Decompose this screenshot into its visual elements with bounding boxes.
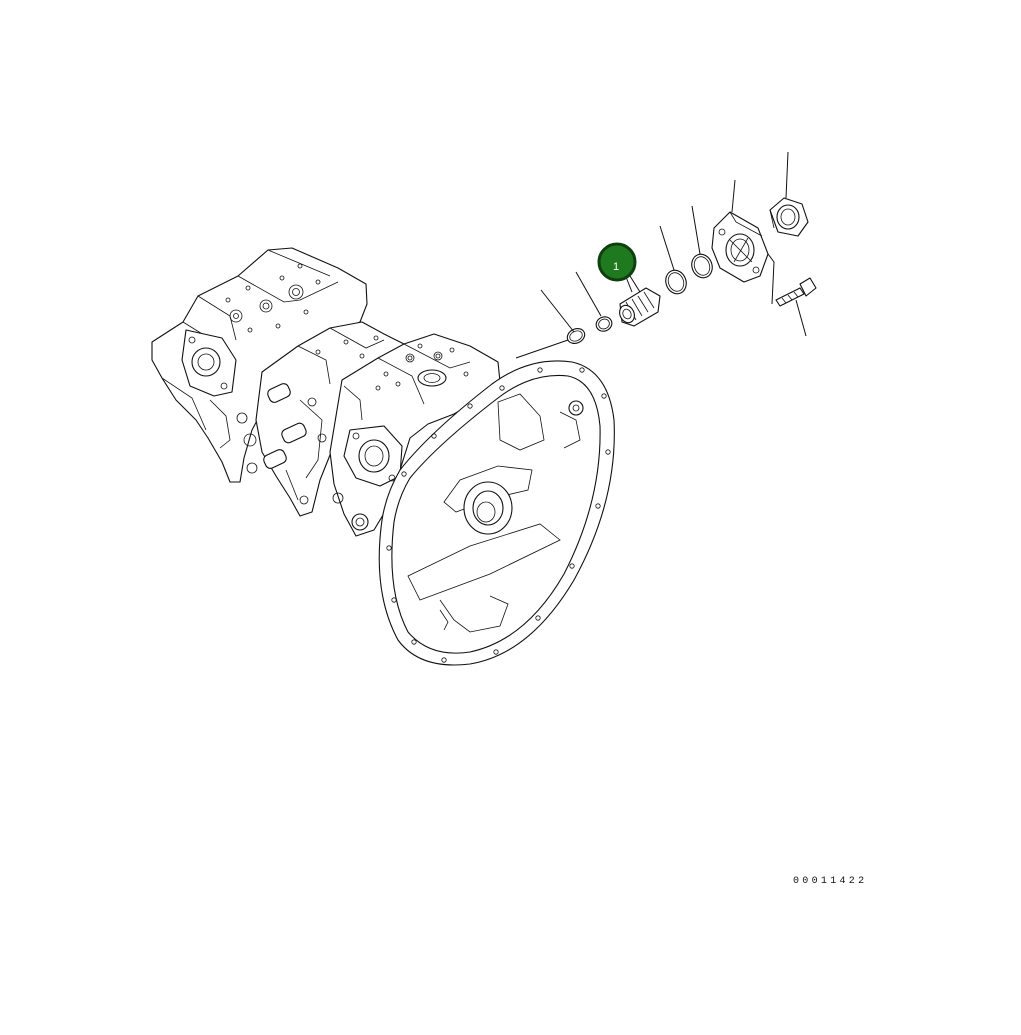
o-ring-large-2 [691,205,713,279]
leader-line-o-ring-small-up [540,289,575,333]
drawing-number: 00011422 [793,876,868,887]
mounting-flange-housing [378,360,615,666]
split-flange [711,179,775,305]
leader-line-backup-ring [575,271,602,317]
callout-label: 1 [613,261,619,273]
leader-line-o-ring-large-2 [691,205,701,255]
leader-line-split-flange [731,179,736,213]
leader-line-split-flange-side [767,253,775,305]
front-pump-body [329,333,501,537]
o-ring-small [515,289,586,359]
leader-line-hex-nut [785,151,789,199]
leader-line-bolt [795,299,807,337]
hex-nut [769,151,809,237]
leader-line-o-ring-small [515,339,569,359]
hydraulic-pump-assembly [151,247,615,666]
leader-line-adapter [629,275,641,293]
rear-pump-body [151,247,368,483]
o-ring-large-1 [659,225,687,295]
callout-badge[interactable] [597,242,637,282]
leader-line-o-ring-large-1 [659,225,675,271]
bolt [775,277,817,337]
backup-ring [575,271,613,332]
callout-part-1[interactable]: 1 [597,242,637,293]
adapter-fitting [619,275,661,327]
